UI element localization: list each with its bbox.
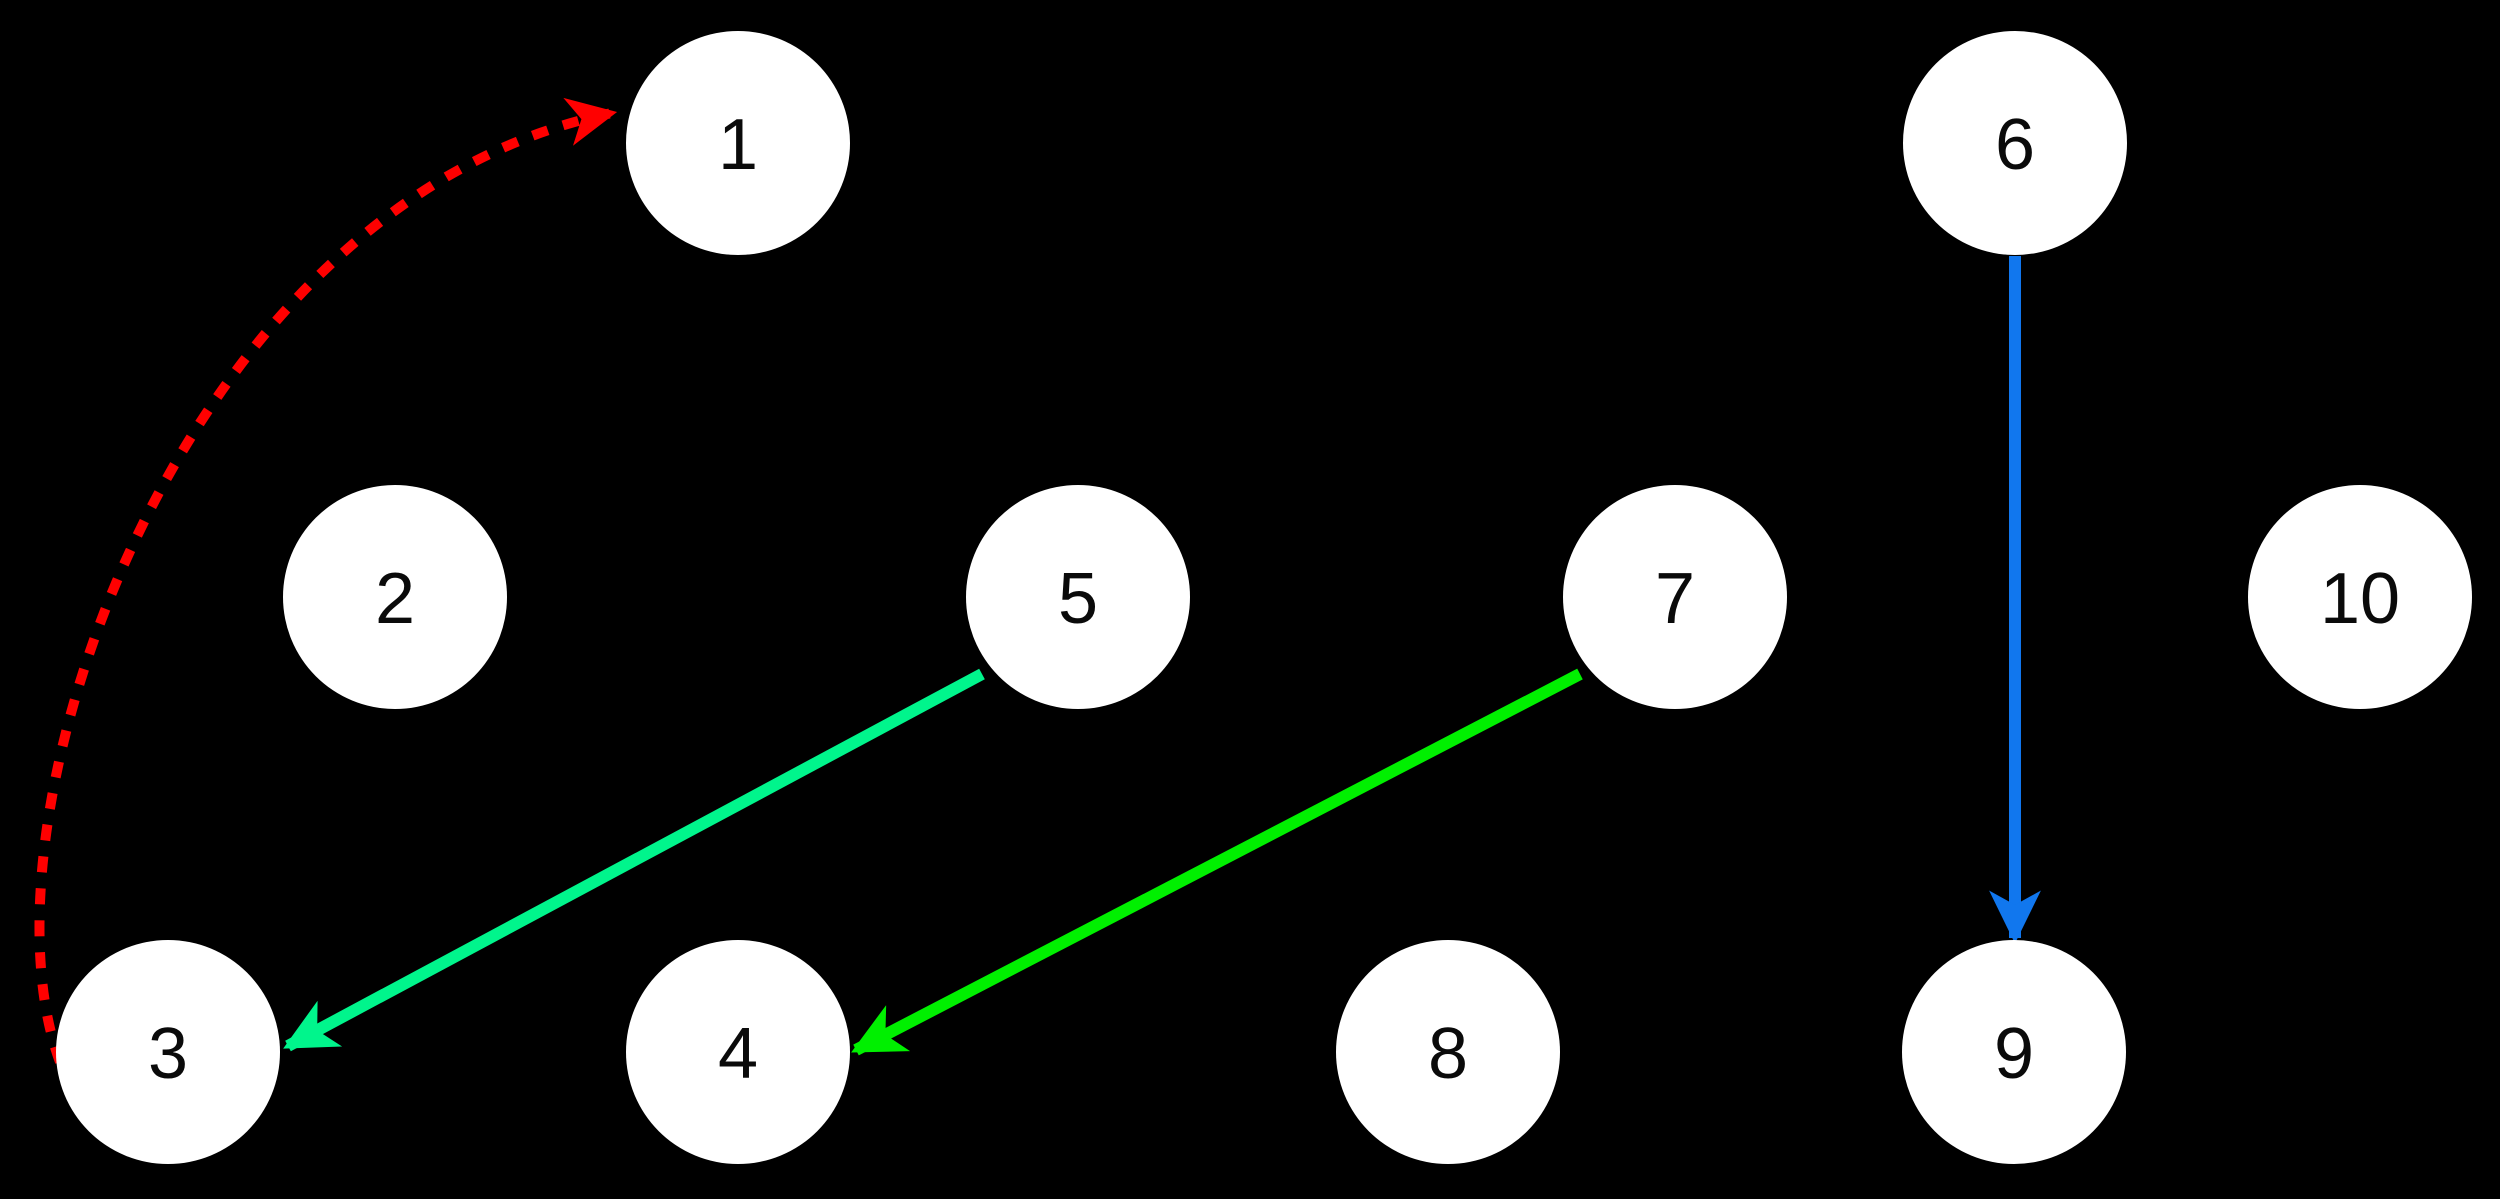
node-label-5: 5 bbox=[1058, 559, 1098, 639]
edges-layer bbox=[34, 97, 2041, 1064]
graph-node-7[interactable]: 7 bbox=[1563, 485, 1787, 709]
node-circle-7[interactable] bbox=[1563, 485, 1787, 709]
nodes-layer: 1 2 3 4 5 6 7 8 9 10 bbox=[56, 31, 2472, 1164]
node-label-9: 9 bbox=[1994, 1014, 2034, 1094]
node-circle-5[interactable] bbox=[966, 485, 1190, 709]
node-circle-6[interactable] bbox=[1903, 31, 2127, 255]
node-circle-2[interactable] bbox=[283, 485, 507, 709]
node-circle-3[interactable] bbox=[56, 940, 280, 1164]
node-circle-8[interactable] bbox=[1336, 940, 1560, 1164]
node-label-10: 10 bbox=[2320, 559, 2400, 639]
edge-5-to-3[interactable] bbox=[283, 668, 985, 1052]
node-circle-10[interactable] bbox=[2248, 485, 2472, 709]
node-label-1: 1 bbox=[718, 105, 758, 185]
graph-node-10[interactable]: 10 bbox=[2248, 485, 2472, 709]
graph-node-5[interactable]: 5 bbox=[966, 485, 1190, 709]
graph-node-3[interactable]: 3 bbox=[56, 940, 280, 1164]
node-label-8: 8 bbox=[1428, 1014, 1468, 1094]
graph-node-4[interactable]: 4 bbox=[626, 940, 850, 1164]
node-label-2: 2 bbox=[375, 559, 415, 639]
graph-node-8[interactable]: 8 bbox=[1336, 940, 1560, 1164]
graph-node-1[interactable]: 1 bbox=[626, 31, 850, 255]
graph-node-9[interactable]: 9 bbox=[1902, 940, 2126, 1164]
node-circle-9[interactable] bbox=[1902, 940, 2126, 1164]
node-label-4: 4 bbox=[718, 1014, 758, 1094]
node-label-6: 6 bbox=[1995, 105, 2035, 185]
node-label-7: 7 bbox=[1655, 559, 1695, 639]
node-label-3: 3 bbox=[148, 1014, 188, 1094]
graph-node-2[interactable]: 2 bbox=[283, 485, 507, 709]
node-circle-1[interactable] bbox=[626, 31, 850, 255]
edge-3-to-1[interactable] bbox=[34, 97, 618, 1064]
graph-node-6[interactable]: 6 bbox=[1903, 31, 2127, 255]
node-circle-4[interactable] bbox=[626, 940, 850, 1164]
edge-7-to-4[interactable] bbox=[851, 668, 1583, 1056]
